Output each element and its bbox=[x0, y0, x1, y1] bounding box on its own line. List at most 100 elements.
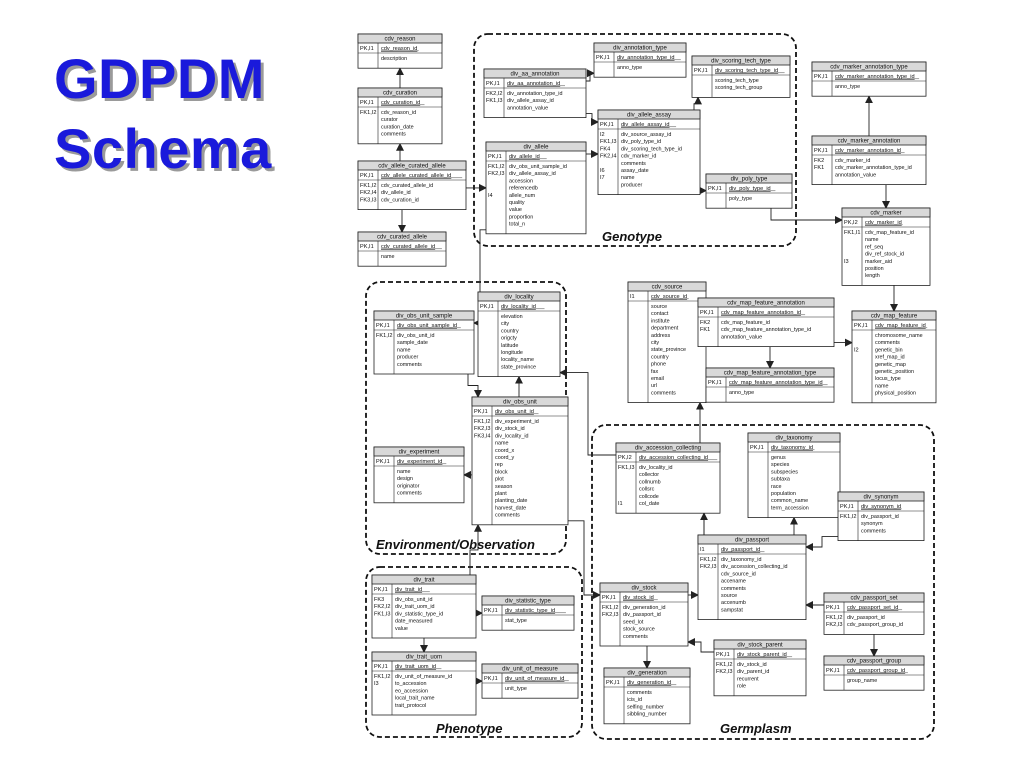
column-name: producer bbox=[397, 355, 418, 361]
table-header bbox=[485, 141, 587, 152]
column-name: latitude bbox=[501, 343, 518, 349]
column-name: sampstat bbox=[721, 607, 743, 613]
column-name: comments bbox=[495, 513, 520, 519]
column-name: name bbox=[621, 175, 635, 181]
column-name: div_poly_type_id bbox=[621, 139, 661, 145]
primary-key-tag: PK,I1 bbox=[374, 664, 388, 670]
key-tag: I2 bbox=[600, 132, 605, 138]
table-header bbox=[477, 291, 561, 302]
table-name: div_aa_annotation bbox=[510, 72, 559, 78]
primary-key-column: div_accession_collecting_id bbox=[639, 455, 708, 461]
column-name: assay_date bbox=[621, 168, 649, 174]
column-name: proportion bbox=[509, 214, 533, 220]
column-name: div_stock_id bbox=[495, 426, 525, 432]
primary-key-tag: PK,I1 bbox=[360, 173, 374, 179]
column-name: curation_date bbox=[381, 124, 414, 130]
key-tag: FK3 bbox=[374, 597, 384, 603]
column-name: poly_type bbox=[729, 196, 752, 202]
key-tag: FK2,I4 bbox=[600, 154, 616, 160]
primary-key-tag: PK,I1 bbox=[484, 608, 498, 614]
table-name: div_stock bbox=[631, 586, 657, 592]
column-name: selfing_number bbox=[627, 704, 664, 710]
primary-key-column: cdv_marker_id bbox=[865, 220, 902, 226]
primary-key-tag: PK,I2 bbox=[844, 220, 858, 226]
table-header bbox=[697, 534, 807, 545]
column-name: description bbox=[381, 56, 407, 62]
primary-key-tag: I1 bbox=[700, 547, 705, 553]
column-name: div_scoring_tech_type_id bbox=[621, 146, 682, 152]
primary-key-column: div_obs_unit_id bbox=[495, 409, 534, 415]
slide-title: GDPDM Schema bbox=[54, 44, 272, 184]
primary-key-tag: PK,I1 bbox=[474, 409, 488, 415]
table-header bbox=[603, 667, 691, 678]
column-name: comments bbox=[621, 161, 646, 167]
key-tag: FK2 bbox=[814, 158, 824, 164]
column-name: div_taxonomy_id bbox=[721, 557, 761, 563]
key-tag: I7 bbox=[600, 175, 605, 181]
column-name: originator bbox=[397, 483, 420, 489]
primary-key-column: cdv_source_id bbox=[651, 294, 687, 300]
column-name: harvest_date bbox=[495, 505, 526, 511]
primary-key-column: cdv_reason_id bbox=[381, 46, 417, 52]
column-name: col_date bbox=[639, 501, 659, 507]
column-name: name bbox=[865, 237, 879, 243]
column-name: elevation bbox=[501, 314, 523, 320]
primary-key-column: cdv_map_feature_annotation_id bbox=[721, 310, 801, 316]
column-name: div_stock_id bbox=[737, 662, 767, 668]
column-name: date_measured bbox=[395, 619, 432, 625]
column-name: collcode bbox=[639, 494, 659, 500]
key-tag: FK2,I4 bbox=[360, 190, 376, 196]
group-genotype-boundary bbox=[473, 33, 797, 247]
table-name: div_annotation_type bbox=[613, 46, 667, 52]
column-name: genetic_map bbox=[875, 362, 906, 368]
key-tag: FK1,I2 bbox=[716, 662, 732, 668]
relationship-div-stock-parent-to-div-stock bbox=[687, 638, 714, 653]
column-name: longitude bbox=[501, 350, 523, 356]
column-name: eo_accession bbox=[395, 688, 428, 694]
key-tag: FK1,I2 bbox=[840, 514, 856, 520]
title-line-schema: Schema bbox=[54, 117, 272, 180]
primary-key-tag: PK,I1 bbox=[600, 122, 614, 128]
column-name: annotation_value bbox=[835, 172, 876, 178]
key-tag: I4 bbox=[488, 193, 493, 199]
key-tag: FK3,I4 bbox=[474, 433, 490, 439]
column-name: url bbox=[651, 383, 657, 389]
table-header bbox=[841, 207, 931, 218]
primary-key-tag: PK,I1 bbox=[826, 668, 840, 674]
table-name: div_obs_unit_sample bbox=[396, 314, 453, 320]
primary-key-column: div_poly_type_id bbox=[729, 186, 771, 192]
column-name: value bbox=[509, 207, 522, 213]
column-name: comments bbox=[627, 690, 652, 696]
column-name: div_allele_assay_id bbox=[507, 98, 554, 104]
column-name: email bbox=[651, 376, 664, 382]
primary-key-tag: PK,I1 bbox=[480, 304, 494, 310]
table-header bbox=[823, 592, 925, 603]
group-phenotype-boundary bbox=[365, 566, 583, 738]
table-header bbox=[811, 61, 927, 72]
column-name: city bbox=[501, 321, 509, 327]
key-tag: FK1,I1 bbox=[844, 230, 860, 236]
relationship-div-aa-annotation-to-div-annotation-type bbox=[586, 69, 595, 82]
column-name: comments bbox=[623, 634, 648, 640]
table-header bbox=[357, 160, 467, 171]
primary-key-tag: PK,I1 bbox=[360, 46, 374, 52]
column-name: city bbox=[651, 340, 659, 346]
relationship-div-synonym-to-div-passport bbox=[805, 536, 838, 551]
column-name: div_passport_id bbox=[623, 612, 661, 618]
primary-key-column: cdv_passport_group_id bbox=[847, 668, 905, 674]
column-name: contact bbox=[651, 311, 669, 317]
table-name: cdv_passport_set bbox=[850, 596, 897, 602]
column-name: collsrc bbox=[639, 487, 655, 493]
table-header bbox=[697, 297, 835, 308]
column-name: anno_type bbox=[729, 390, 754, 396]
primary-key-tag: PK,I1 bbox=[700, 310, 714, 316]
primary-key-tag: PK,I1 bbox=[374, 587, 388, 593]
column-name: collnumb bbox=[639, 479, 661, 485]
